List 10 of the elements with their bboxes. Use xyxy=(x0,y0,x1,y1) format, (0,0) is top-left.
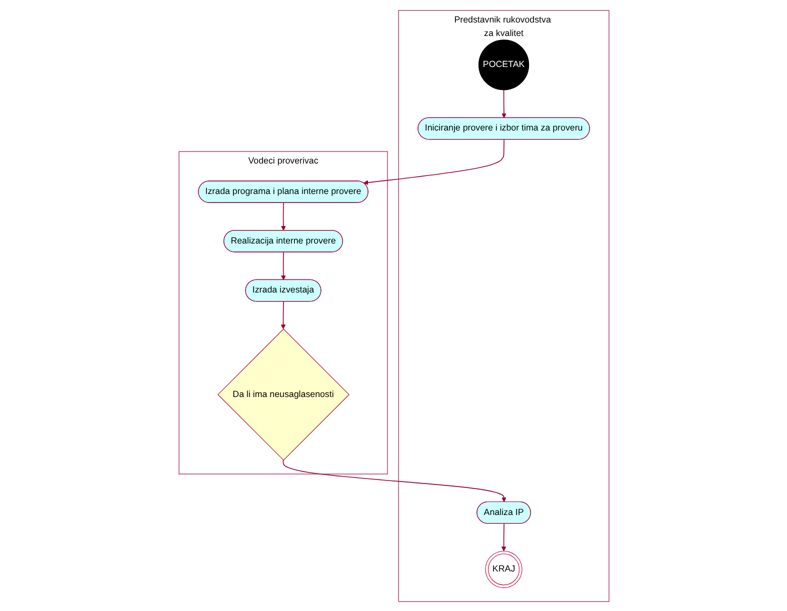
arrow xyxy=(362,138,504,184)
arrow xyxy=(282,459,506,502)
arrow xyxy=(280,202,286,230)
node-circle: POCETAK xyxy=(478,39,529,90)
node-diamond: Da li ima neusaglasenosti xyxy=(217,328,349,460)
arrow xyxy=(280,251,286,280)
node-circle: KRAJ xyxy=(484,550,522,588)
arrow xyxy=(500,522,506,551)
arrow xyxy=(280,300,286,329)
arrow xyxy=(501,89,506,118)
